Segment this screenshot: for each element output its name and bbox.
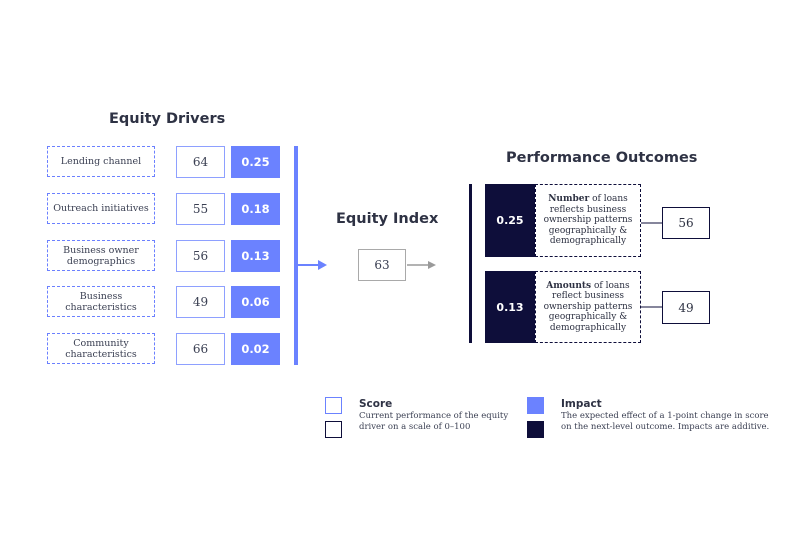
index-to-outcomes-arrowhead [428, 261, 436, 269]
legend-impact-swatch-dark [527, 421, 544, 438]
legend-impact-title: Impact [561, 398, 602, 410]
driver-impact: 0.02 [231, 333, 280, 365]
driver-impact: 0.18 [231, 193, 280, 225]
driver-impact: 0.25 [231, 146, 280, 178]
outcome-bold-term: Amounts [546, 280, 592, 291]
driver-score: 56 [176, 240, 225, 272]
driver-label: Community characteristics [47, 333, 155, 364]
legend-score-title: Score [359, 398, 393, 410]
driver-label: Lending channel [47, 146, 155, 177]
outcome-description: Amounts of loans reflect business owners… [535, 271, 641, 343]
outcomes-bracket-bar [469, 184, 472, 343]
driver-score: 49 [176, 286, 225, 318]
legend-impact-swatch-light [527, 397, 544, 414]
equity-index-score: 63 [358, 249, 406, 281]
equity-drivers-heading: Equity Drivers [109, 111, 226, 127]
outcome-impact: 0.13 [485, 271, 535, 343]
driver-label: Business characteristics [47, 286, 155, 317]
performance-outcomes-heading: Performance Outcomes [506, 150, 698, 166]
outcome-bold-term: Number [548, 194, 590, 205]
outcome-impact: 0.25 [485, 184, 535, 257]
driver-label: Business owner demographics [47, 240, 155, 271]
driver-label: Outreach initiatives [47, 193, 155, 224]
outcome-description: Number of loans reflects business owners… [535, 184, 641, 257]
driver-score: 64 [176, 146, 225, 178]
driver-impact: 0.06 [231, 286, 280, 318]
outcome-text: of loans reflect business ownership patt… [543, 280, 633, 333]
outcome-score: 56 [662, 207, 710, 239]
legend-impact-text: The expected effect of a 1-point change … [561, 411, 770, 432]
outcome-text: of loans reflects business ownership pat… [543, 194, 633, 247]
driver-score: 55 [176, 193, 225, 225]
drivers-bracket-bar [294, 146, 298, 365]
equity-index-heading: Equity Index [336, 211, 439, 227]
driver-impact: 0.13 [231, 240, 280, 272]
outcome-score: 49 [662, 291, 710, 324]
legend-score-swatch-light [325, 397, 342, 414]
drivers-to-index-arrowhead [318, 260, 327, 270]
driver-score: 66 [176, 333, 225, 365]
legend-score-swatch-dark [325, 421, 342, 438]
legend-score-text: Current performance of the equity driver… [359, 411, 509, 432]
